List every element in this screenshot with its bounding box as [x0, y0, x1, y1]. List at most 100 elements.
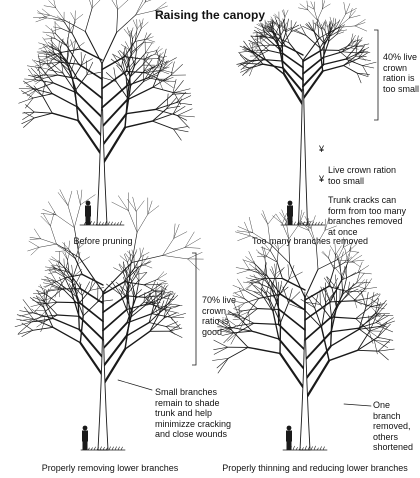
twig	[187, 258, 200, 271]
twig	[172, 80, 184, 95]
twig	[236, 269, 251, 274]
twig	[46, 276, 52, 285]
twig	[115, 0, 118, 10]
twig	[79, 282, 83, 296]
twig	[131, 255, 163, 263]
twig	[54, 33, 68, 47]
twig	[334, 253, 341, 265]
ground-proper-thinning	[301, 447, 304, 451]
twig	[160, 291, 174, 294]
twig	[177, 115, 195, 118]
twig	[270, 282, 272, 301]
twig	[153, 294, 163, 305]
twig	[45, 298, 52, 306]
twig	[161, 57, 177, 67]
twig	[263, 247, 267, 257]
twig	[288, 223, 300, 240]
twig	[233, 330, 253, 334]
twig	[24, 79, 37, 84]
twig	[251, 55, 259, 62]
twig	[41, 8, 50, 16]
twig	[377, 350, 389, 361]
twig	[278, 281, 280, 295]
twig	[270, 16, 276, 24]
person-head	[82, 425, 88, 431]
twig	[358, 306, 367, 330]
ground-proper-removing	[102, 446, 105, 451]
twig	[50, 61, 64, 74]
twig	[151, 303, 169, 315]
twig	[358, 313, 376, 330]
twig	[161, 48, 167, 67]
twig	[288, 291, 301, 304]
bullet-text: Trunk cracks can form from too many bran…	[328, 195, 407, 237]
twig	[238, 314, 255, 324]
twig	[67, 205, 75, 228]
limb-proper-thinning-8	[277, 338, 306, 371]
twig	[257, 50, 269, 57]
twig	[40, 213, 57, 216]
twig	[329, 299, 333, 321]
twig	[278, 286, 289, 295]
twig	[320, 326, 330, 362]
twig	[120, 294, 131, 319]
twig	[271, 266, 276, 280]
twig	[356, 72, 362, 84]
twig	[173, 113, 187, 121]
twig	[47, 59, 53, 69]
twig	[261, 22, 266, 38]
twig	[125, 271, 129, 288]
twig	[243, 259, 255, 264]
twig	[300, 222, 312, 229]
twig	[319, 304, 333, 321]
twig	[374, 300, 387, 315]
twig	[274, 263, 276, 275]
twig	[281, 209, 287, 222]
twig	[145, 294, 154, 306]
twig	[140, 247, 144, 257]
twig	[298, 225, 310, 231]
twig	[40, 77, 53, 95]
twig	[42, 44, 54, 53]
twig	[250, 235, 271, 245]
twig	[173, 223, 176, 239]
twig	[316, 19, 320, 39]
twig	[283, 16, 286, 28]
twig	[270, 20, 272, 28]
twig	[362, 61, 377, 66]
bullet-mark: ¥	[319, 174, 325, 184]
twig	[169, 324, 181, 332]
twig	[56, 301, 81, 304]
ground-proper-removing	[111, 446, 114, 451]
twig	[162, 69, 174, 74]
twig	[252, 52, 264, 65]
twig	[242, 258, 251, 271]
twig	[322, 287, 330, 301]
twig	[317, 8, 323, 21]
twig	[261, 37, 268, 42]
twig	[111, 0, 118, 10]
twig	[299, 24, 307, 36]
twig	[345, 3, 351, 15]
twig	[345, 290, 355, 300]
twig	[369, 325, 386, 332]
twig	[343, 55, 357, 66]
twig	[131, 231, 138, 263]
twig	[364, 287, 378, 290]
twig	[129, 49, 135, 66]
twig	[134, 28, 142, 42]
twig	[256, 24, 266, 30]
twig	[218, 318, 232, 328]
twig	[313, 9, 318, 21]
twig	[123, 253, 128, 263]
twig	[272, 27, 280, 36]
twig	[116, 9, 119, 33]
twig	[324, 225, 337, 231]
twig	[123, 276, 129, 294]
twig	[48, 259, 56, 269]
twig	[144, 0, 152, 3]
twig	[43, 45, 50, 55]
person-figure	[287, 200, 293, 225]
twig	[146, 33, 152, 40]
